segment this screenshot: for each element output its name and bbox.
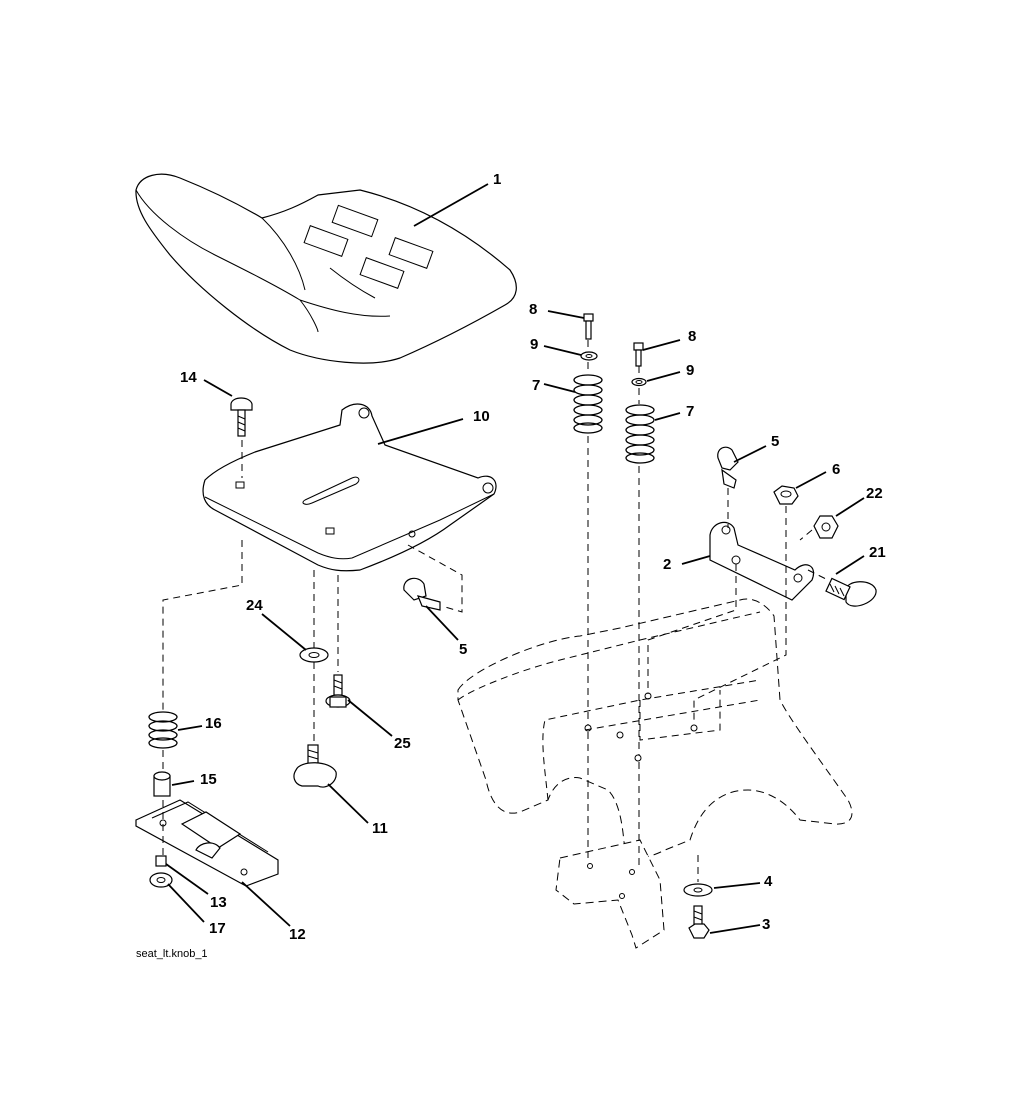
shoulder-bolt-part bbox=[325, 674, 351, 708]
hex-bolt-part bbox=[688, 905, 710, 939]
callout-7-right: 7 bbox=[686, 403, 695, 420]
callout-10: 10 bbox=[473, 408, 490, 425]
callout-22: 22 bbox=[866, 485, 883, 502]
nut-part bbox=[773, 485, 799, 505]
callout-21: 21 bbox=[869, 544, 886, 561]
frame-part bbox=[457, 598, 853, 949]
callout-5-left: 5 bbox=[459, 641, 468, 658]
assembly-lines bbox=[162, 340, 829, 882]
adjustment-knob-part bbox=[293, 744, 337, 788]
spacer-part bbox=[153, 771, 171, 797]
callout-6: 6 bbox=[832, 461, 841, 478]
spring-right-part bbox=[625, 404, 655, 464]
washer-4-part bbox=[683, 883, 713, 897]
callout-15: 15 bbox=[200, 771, 217, 788]
callout-17: 17 bbox=[209, 920, 226, 937]
callout-3: 3 bbox=[762, 916, 771, 933]
seat-part bbox=[135, 173, 517, 364]
washer-9-right-part bbox=[631, 377, 647, 387]
callout-9-left: 9 bbox=[530, 336, 539, 353]
callout-14: 14 bbox=[180, 369, 197, 386]
callout-13: 13 bbox=[210, 894, 227, 911]
callout-1: 1 bbox=[493, 171, 502, 188]
lock-nut-part bbox=[813, 515, 839, 539]
callout-11: 11 bbox=[372, 820, 388, 837]
callout-8-left: 8 bbox=[529, 301, 538, 318]
callout-24: 24 bbox=[246, 597, 263, 614]
callout-8-right: 8 bbox=[688, 328, 697, 345]
callout-5-right: 5 bbox=[771, 433, 780, 450]
nut-13-part bbox=[155, 855, 167, 867]
callout-12: 12 bbox=[289, 926, 306, 943]
callout-25: 25 bbox=[394, 735, 411, 752]
spring-16-part bbox=[148, 711, 178, 749]
bolt-8-right-part bbox=[633, 342, 644, 367]
clip-left-part bbox=[403, 577, 441, 611]
callout-16: 16 bbox=[205, 715, 222, 732]
callout-7-left: 7 bbox=[532, 377, 541, 394]
spring-left-part bbox=[573, 374, 603, 434]
clip-right-part bbox=[717, 446, 739, 489]
bracket-part bbox=[709, 521, 815, 601]
washer-9-left-part bbox=[580, 351, 598, 361]
slide-plate-part bbox=[135, 799, 279, 887]
seat-pan-part bbox=[202, 403, 497, 572]
callout-2: 2 bbox=[663, 556, 672, 573]
carriage-bolt-part bbox=[230, 397, 253, 437]
knob-bolt-part bbox=[825, 577, 877, 607]
leader-lines bbox=[165, 183, 865, 934]
washer-24-part bbox=[299, 647, 329, 663]
bolt-8-left-part bbox=[583, 313, 594, 340]
callout-9-right: 9 bbox=[686, 362, 695, 379]
diagram-caption: seat_lt.knob_1 bbox=[136, 948, 208, 960]
washer-17-part bbox=[149, 872, 173, 888]
callout-4: 4 bbox=[764, 873, 773, 890]
